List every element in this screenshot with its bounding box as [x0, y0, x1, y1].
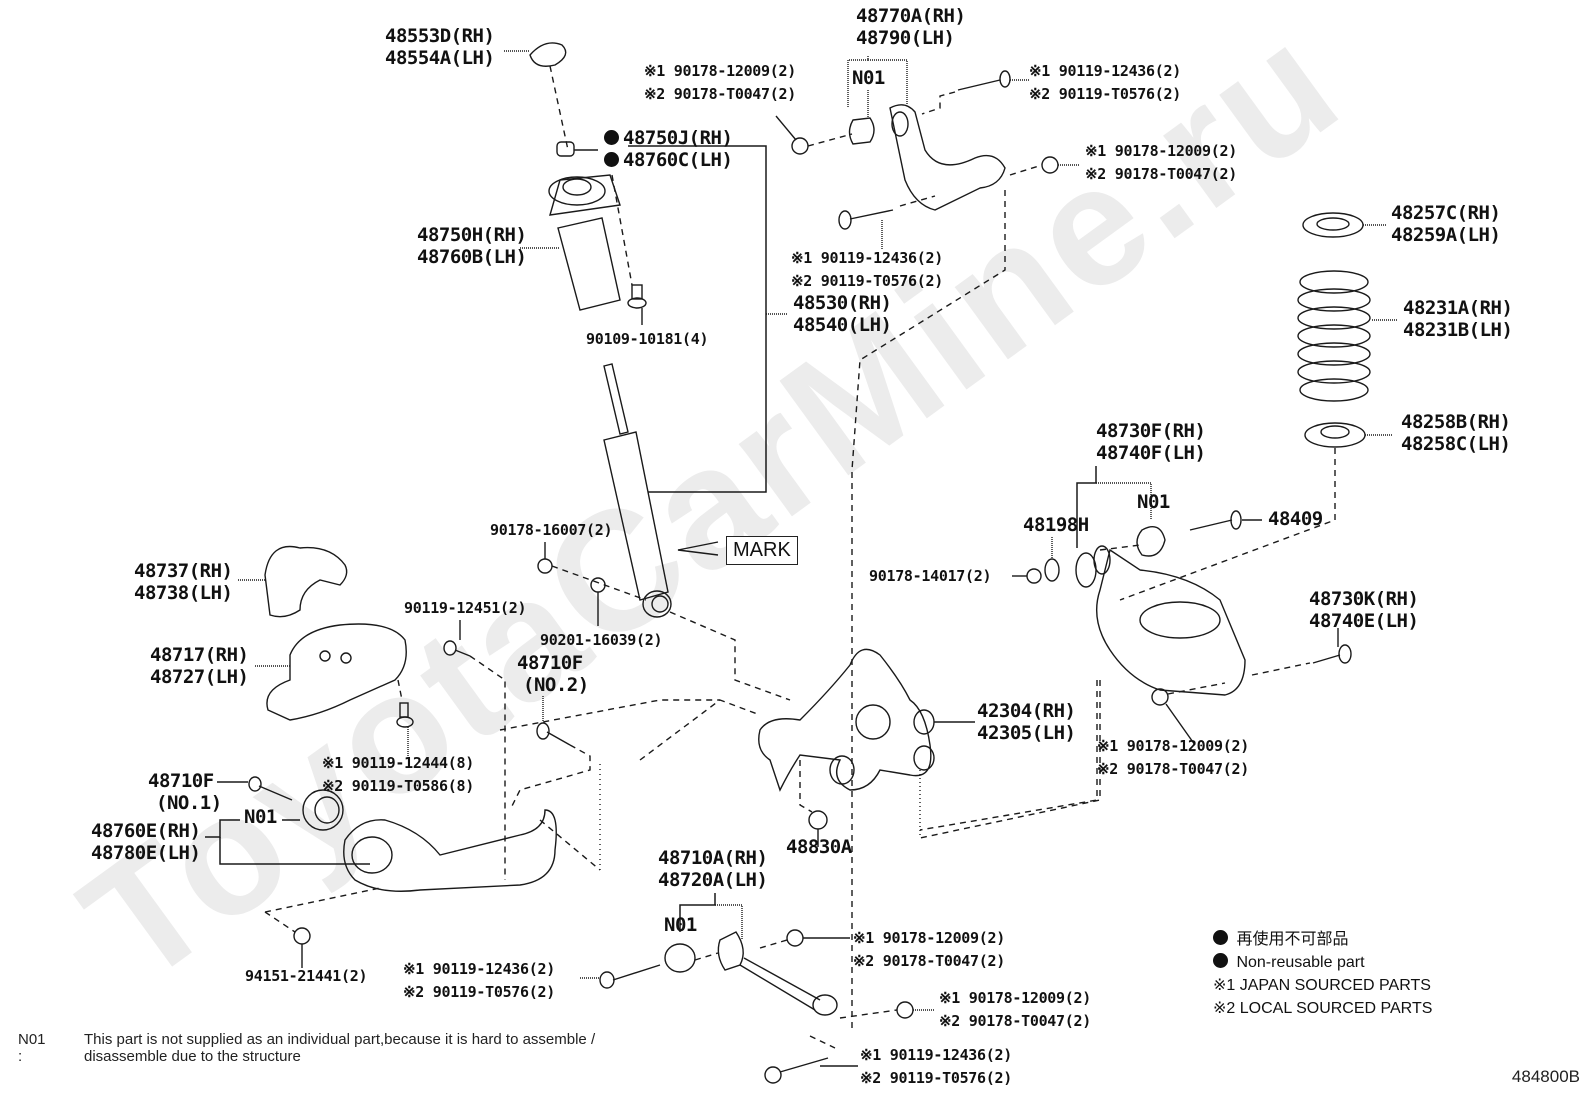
lower-arm-bushing-part[interactable] [1136, 526, 1166, 557]
carrier-bushing-part[interactable] [808, 810, 828, 830]
bracket-bolt-lower-part[interactable] [396, 702, 414, 728]
non-reusable-dot-icon [604, 152, 619, 167]
label-trailing-nut[interactable]: 94151-21441(2) [245, 967, 368, 985]
carrier-part[interactable] [758, 648, 935, 792]
label-upper-arm[interactable]: 48770A(RH) 48790(LH) [856, 5, 966, 49]
trailing-arm-bushing-part[interactable] [302, 789, 344, 831]
lower-arm-part[interactable] [1075, 545, 1246, 696]
label-spring-seat-upper[interactable]: 48257C(RH) 48259A(LH) [1391, 202, 1501, 246]
label-upper-arm-nut-left[interactable]: ※1 90178-12009(2) ※2 90178-T0047(2) [644, 62, 796, 103]
non-reusable-dot-icon [604, 130, 619, 145]
label-absorber-nut[interactable]: 90178-16007(2) [490, 521, 613, 539]
mark-pointer [677, 541, 719, 556]
label-bracket-bolt-top[interactable]: 90119-12451(2) [404, 599, 527, 617]
trailing-arm-part[interactable] [343, 809, 557, 892]
label-trailing-bolt-no1[interactable]: 48710F (NO.1) [148, 770, 222, 814]
cam-plate-part[interactable] [1044, 558, 1060, 582]
label-bracket[interactable]: 48717(RH) 48727(LH) [150, 644, 249, 688]
upper-arm-bushing-part[interactable] [848, 117, 875, 145]
upper-arm-bolt-top-part[interactable] [957, 70, 1011, 91]
legend-japan-sourced: ※1 JAPAN SOURCED PARTS [1213, 977, 1431, 994]
label-coil-spring[interactable]: 48231A(RH) 48231B(LH) [1403, 297, 1513, 341]
lower-arm-bolt-part[interactable] [1312, 644, 1352, 664]
label-toe-arm-n01[interactable]: N01 [664, 914, 697, 936]
spring-seat-lower-part[interactable] [1304, 422, 1366, 448]
absorber-part[interactable] [603, 363, 672, 618]
label-lower-arm-n01[interactable]: N01 [1137, 491, 1170, 513]
coil-spring-part[interactable] [1297, 270, 1371, 402]
diagram-code: 484800B [1511, 1067, 1580, 1086]
label-toe-arm-nut-2[interactable]: ※1 90178-12009(2) ※2 90178-T0047(2) [939, 989, 1091, 1030]
mount-bolt-part[interactable] [627, 284, 647, 309]
label-upper-arm-nut-right[interactable]: ※1 90178-12009(2) ※2 90178-T0047(2) [1085, 142, 1237, 183]
trailing-bolt-no1-part[interactable] [248, 776, 293, 801]
label-cam-nut[interactable]: 90178-14017(2) [869, 567, 992, 585]
toe-arm-bolt-right-part[interactable] [764, 1057, 829, 1084]
mark-callout: MARK [726, 536, 798, 565]
label-upper-arm-n01[interactable]: N01 [852, 67, 885, 89]
label-upper-arm-bolt-lower[interactable]: ※1 90119-12436(2) ※2 90119-T0576(2) [791, 249, 943, 290]
upper-arm-nut-left-part[interactable] [791, 137, 809, 155]
label-mount-bolt[interactable]: 90109-10181(4) [586, 330, 709, 348]
label-shield[interactable]: 48737(RH) 48738(LH) [134, 560, 233, 604]
absorber-nut-part[interactable] [537, 558, 553, 574]
shield-part[interactable] [264, 545, 348, 618]
cam-bolt-part[interactable] [1189, 510, 1242, 531]
lower-arm-nut-part[interactable] [1151, 688, 1169, 706]
label-lower-arm[interactable]: 48730F(RH) 48740F(LH) [1096, 420, 1206, 464]
label-mount-nut[interactable]: 48750J(RH) 48760C(LH) [604, 127, 733, 171]
label-absorber-washer[interactable]: 90201-16039(2) [540, 631, 663, 649]
toe-arm-nut-1-part[interactable] [786, 929, 804, 947]
label-carrier-bushing[interactable]: 48830A [786, 836, 852, 858]
n01-footnote-text: This part is not supplied as an individu… [84, 1031, 596, 1065]
bracket-part[interactable] [266, 623, 407, 721]
label-spring-seat-lower[interactable]: 48258B(RH) 48258C(LH) [1401, 411, 1511, 455]
bump-cap-part[interactable] [529, 42, 567, 67]
label-trailing-arm[interactable]: 48760E(RH) 48780E(LH) [91, 820, 201, 864]
trailing-nut-part[interactable] [293, 927, 311, 945]
non-reusable-dot-icon [1213, 930, 1228, 945]
label-lower-arm-bolt[interactable]: 48730K(RH) 48740E(LH) [1309, 588, 1419, 632]
toe-arm-nut-2-part[interactable] [896, 1001, 914, 1019]
label-carrier[interactable]: 42304(RH) 42305(LH) [977, 700, 1076, 744]
label-upper-arm-bolt-right[interactable]: ※1 90119-12436(2) ※2 90119-T0576(2) [1029, 62, 1181, 103]
upper-mount-part[interactable] [548, 174, 621, 311]
dashed-line [549, 65, 569, 151]
label-upper-mount[interactable]: 48750H(RH) 48760B(LH) [417, 224, 527, 268]
toe-arm-bushing-part[interactable] [664, 943, 696, 973]
label-bump-cap[interactable]: 48553D(RH) 48554A(LH) [385, 25, 495, 69]
trailing-bolt-no2-part[interactable] [536, 722, 571, 746]
upper-arm-bolt-lower-part[interactable] [838, 209, 894, 230]
spring-seat-upper-part[interactable] [1302, 212, 1364, 238]
non-reusable-dot-icon [1213, 953, 1228, 968]
legend: 再使用不可部品 Non-reusable part ※1 JAPAN SOURC… [1213, 928, 1432, 1020]
bracket-bolt-top-part[interactable] [443, 640, 471, 657]
absorber-washer-part[interactable] [590, 577, 606, 593]
label-toe-arm[interactable]: 48710A(RH) 48720A(LH) [658, 847, 768, 891]
label-trailing-arm-n01[interactable]: N01 [244, 806, 277, 828]
legend-local-sourced: ※2 LOCAL SOURCED PARTS [1213, 1000, 1433, 1017]
label-absorber[interactable]: 48530(RH) 48540(LH) [793, 292, 892, 336]
upper-arm-nut-right-part[interactable] [1041, 156, 1059, 174]
upper-arm-part[interactable] [889, 104, 1006, 211]
toe-arm-bolt-left-part[interactable] [599, 964, 661, 989]
toe-arm-part[interactable] [717, 931, 838, 1016]
label-lower-arm-nut[interactable]: ※1 90178-12009(2) ※2 90178-T0047(2) [1097, 737, 1249, 778]
label-toe-arm-nut-1[interactable]: ※1 90178-12009(2) ※2 90178-T0047(2) [853, 929, 1005, 970]
label-trailing-bolt-no2[interactable]: 48710F (NO.2) [517, 652, 589, 696]
cam-nut-part[interactable] [1026, 568, 1042, 584]
label-cam-bolt[interactable]: 48409 [1268, 508, 1323, 530]
label-toe-arm-bolt-left[interactable]: ※1 90119-12436(2) ※2 90119-T0576(2) [403, 960, 555, 1001]
label-toe-arm-bolt-right[interactable]: ※1 90119-12436(2) ※2 90119-T0576(2) [860, 1046, 1012, 1087]
label-cam-plate[interactable]: 48198H [1023, 514, 1089, 536]
n01-footnote-key: N01 : [18, 1031, 46, 1065]
legend-non-reusable-en: Non-reusable part [1213, 951, 1432, 974]
mount-nut-part[interactable] [556, 141, 575, 157]
label-bracket-bolt-lower[interactable]: ※1 90119-12444(8) ※2 90119-T0586(8) [322, 754, 474, 795]
legend-non-reusable-jp: 再使用不可部品 [1213, 928, 1432, 951]
